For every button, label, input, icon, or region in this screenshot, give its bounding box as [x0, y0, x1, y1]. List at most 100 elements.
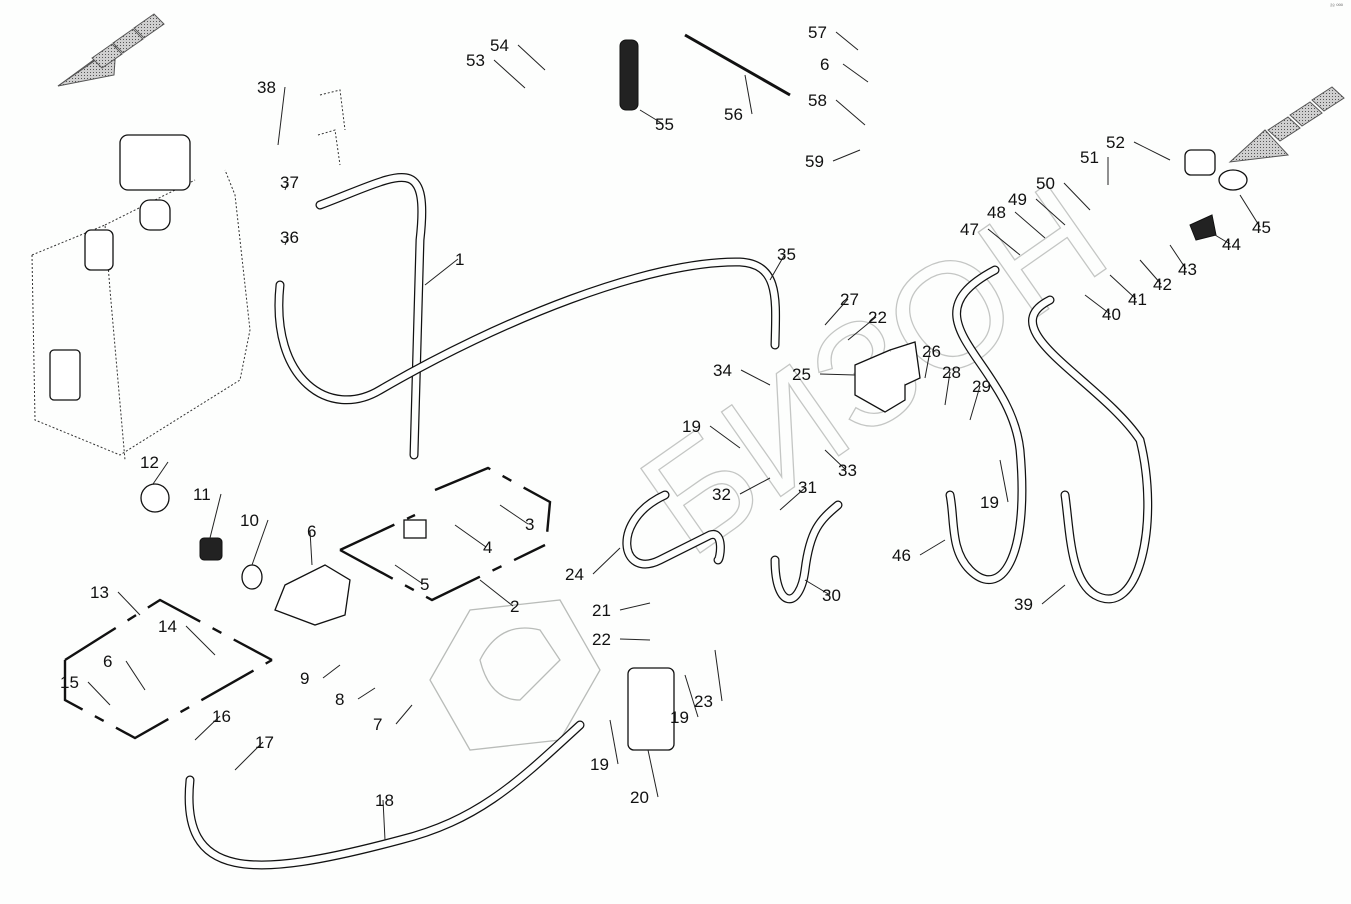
- callout-label-6b[interactable]: 6: [103, 652, 112, 671]
- leader-line-12: [152, 461, 169, 485]
- callout-label-19b[interactable]: 19: [670, 708, 689, 727]
- leader-line-57: [835, 31, 859, 51]
- leader-line-35: [769, 253, 786, 281]
- callout-label-19c[interactable]: 19: [590, 755, 609, 774]
- pump-6: [274, 564, 351, 626]
- leader-line-22b: [847, 316, 877, 341]
- callout-label-13[interactable]: 13: [90, 583, 109, 602]
- leader-line-52: [1133, 141, 1171, 161]
- hose-1: [315, 172, 427, 460]
- leader-line-40: [1084, 294, 1111, 315]
- leader-line-11: [209, 493, 222, 539]
- callout-label-20[interactable]: 20: [630, 788, 649, 807]
- callout-label-6c[interactable]: 6: [820, 55, 829, 74]
- callout-label-23[interactable]: 23: [694, 692, 713, 711]
- callout-label-35[interactable]: 35: [777, 245, 796, 264]
- callout-label-4[interactable]: 4: [483, 538, 492, 557]
- callout-label-14[interactable]: 14: [158, 617, 177, 636]
- callout-label-7[interactable]: 7: [373, 715, 382, 734]
- leader-line-16: [194, 715, 221, 741]
- leader-line-55: [639, 109, 664, 125]
- callout-label-19d[interactable]: 19: [980, 493, 999, 512]
- callout-label-33[interactable]: 33: [838, 461, 857, 480]
- callout-label-18[interactable]: 18: [375, 791, 394, 810]
- callout-label-12[interactable]: 12: [140, 453, 159, 472]
- callout-label-22b[interactable]: 22: [868, 308, 887, 327]
- callout-label-26[interactable]: 26: [922, 342, 941, 361]
- leader-line-10: [251, 519, 269, 566]
- callout-label-48[interactable]: 48: [987, 203, 1006, 222]
- callout-label-24[interactable]: 24: [565, 565, 584, 584]
- leader-line-22a: [619, 638, 651, 641]
- callout-label-47[interactable]: 47: [960, 220, 979, 239]
- callout-label-41[interactable]: 41: [1128, 290, 1147, 309]
- callout-label-19a[interactable]: 19: [682, 417, 701, 436]
- callout-label-52[interactable]: 52: [1106, 133, 1125, 152]
- group-outline-2: [434, 466, 552, 546]
- callout-label-8[interactable]: 8: [335, 690, 344, 709]
- hose-39: [1028, 295, 1153, 604]
- callout-label-51[interactable]: 51: [1080, 148, 1099, 167]
- group-outline-13: [63, 598, 273, 740]
- leader-line-14: [185, 625, 216, 656]
- callout-label-30[interactable]: 30: [822, 586, 841, 605]
- leader-line-7: [395, 704, 413, 725]
- leader-line-45: [1239, 194, 1261, 228]
- callout-label-1[interactable]: 1: [455, 250, 464, 269]
- leader-line-46: [919, 539, 946, 556]
- spring-55: [619, 39, 639, 111]
- callout-label-28[interactable]: 28: [942, 363, 961, 382]
- callout-label-27[interactable]: 27: [840, 290, 859, 309]
- leader-line-19d: [999, 459, 1009, 503]
- callout-label-16[interactable]: 16: [212, 707, 231, 726]
- callout-label-9[interactable]: 9: [300, 669, 309, 688]
- cap-45: [1218, 169, 1248, 191]
- callout-label-32[interactable]: 32: [712, 485, 731, 504]
- callout-label-58[interactable]: 58: [808, 91, 827, 110]
- callout-label-43[interactable]: 43: [1178, 260, 1197, 279]
- callout-label-39[interactable]: 39: [1014, 595, 1033, 614]
- callout-label-17[interactable]: 17: [255, 733, 274, 752]
- callout-label-21[interactable]: 21: [592, 601, 611, 620]
- leader-line-19a: [709, 425, 741, 449]
- callout-label-57[interactable]: 57: [808, 23, 827, 42]
- callout-label-31[interactable]: 31: [798, 478, 817, 497]
- callout-label-11[interactable]: 11: [193, 485, 211, 504]
- leader-line-1: [424, 258, 459, 286]
- callout-label-50[interactable]: 50: [1036, 174, 1055, 193]
- callout-label-59[interactable]: 59: [805, 152, 824, 171]
- callout-label-34[interactable]: 34: [713, 361, 732, 380]
- callout-label-46[interactable]: 46: [892, 546, 911, 565]
- leader-line-53: [493, 59, 526, 89]
- leader-line-6a: [309, 530, 313, 566]
- callout-label-45[interactable]: 45: [1252, 218, 1271, 237]
- callout-label-54[interactable]: 54: [490, 36, 509, 55]
- callout-label-38[interactable]: 38: [257, 78, 276, 97]
- leader-lines: [87, 31, 1261, 841]
- callout-label-25[interactable]: 25: [792, 365, 811, 384]
- leader-line-21: [619, 602, 651, 611]
- callout-label-42[interactable]: 42: [1153, 275, 1172, 294]
- callout-label-53[interactable]: 53: [466, 51, 485, 70]
- callout-label-36[interactable]: 36: [280, 228, 299, 247]
- callout-label-40[interactable]: 40: [1102, 305, 1121, 324]
- callout-label-37[interactable]: 37: [280, 173, 299, 192]
- callout-label-10[interactable]: 10: [240, 511, 259, 530]
- callout-label-49[interactable]: 49: [1008, 190, 1027, 209]
- callout-label-6a[interactable]: 6: [307, 522, 316, 541]
- callout-label-2[interactable]: 2: [510, 597, 519, 616]
- callout-label-44[interactable]: 44: [1222, 235, 1241, 254]
- leader-line-13: [117, 591, 141, 616]
- leader-line-32: [739, 477, 771, 495]
- callout-label-55[interactable]: 55: [655, 115, 674, 134]
- callout-label-56[interactable]: 56: [724, 105, 743, 124]
- callout-label-3[interactable]: 3: [525, 515, 534, 534]
- callout-label-22a[interactable]: 22: [592, 630, 611, 649]
- hose-35: [274, 257, 781, 405]
- callout-label-29[interactable]: 29: [972, 377, 991, 396]
- callout-label-5[interactable]: 5: [420, 575, 429, 594]
- filter-20: [627, 667, 675, 751]
- leader-line-58: [835, 99, 866, 126]
- leader-line-49: [1035, 198, 1066, 226]
- callout-label-15[interactable]: 15: [60, 673, 79, 692]
